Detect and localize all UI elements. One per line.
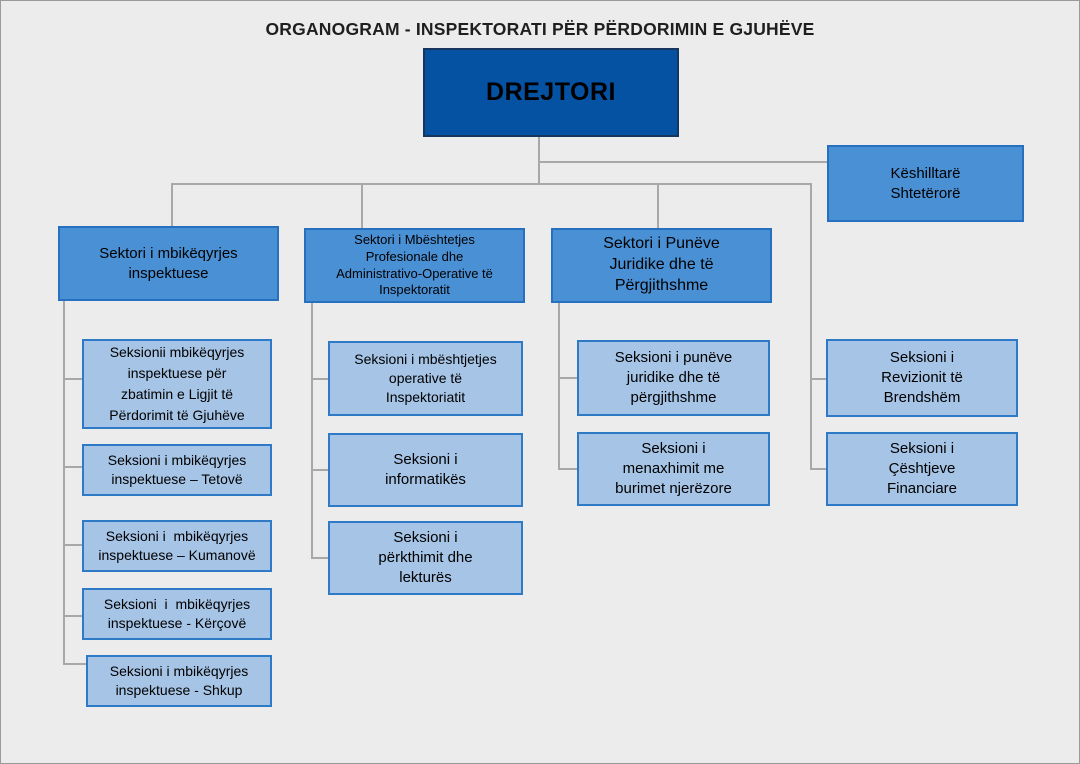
connector-col1-stub-1 <box>63 378 82 380</box>
connector-advisor-branch <box>539 161 827 163</box>
connector-main-bus <box>171 183 812 185</box>
connector-col1-stub-2 <box>63 466 82 468</box>
org-box-label: Seksioni i mbështjetjes operative të Ins… <box>354 351 497 405</box>
org-box-section-informatics: Seksioni i informatikës <box>328 433 523 507</box>
org-box-label: Seksioni i përkthimit dhe lekturës <box>378 528 473 587</box>
org-box-section-tetove: Seksioni i mbikëqyrjes inspektuese – Tet… <box>82 444 272 496</box>
connector-sector3-drop <box>657 183 659 228</box>
connector-col2-stub-3 <box>311 557 328 559</box>
org-box-section-translation: Seksioni i përkthimit dhe lekturës <box>328 521 523 595</box>
org-box-label: Seksioni i menaxhimit me burimet njerëzo… <box>615 439 732 498</box>
connector-col1-spine <box>63 301 65 665</box>
org-box-label: Seksioni i punëve juridike dhe të përgji… <box>614 348 733 407</box>
connector-col4-stub-1 <box>810 378 826 380</box>
org-box-label: Seksionii mbikëqyrjes inspektuese për zb… <box>109 344 245 423</box>
page-title: ORGANOGRAM - INSPEKTORATI PËR PËRDORIMIN… <box>265 19 815 39</box>
connector-col4-spine <box>810 183 812 469</box>
org-box-label: Seksioni i Revizionit të Brendshëm <box>881 348 963 407</box>
org-box-section-kercove: Seksioni i mbikëqyrjes inspektuese - Kër… <box>82 588 272 640</box>
connector-col1-stub-4 <box>63 615 82 617</box>
connector-sector1-drop <box>171 183 173 226</box>
org-box-label: Seksioni i mbikëqyrjes inspektuese - Shk… <box>109 663 249 698</box>
connector-col1-stub-3 <box>63 544 82 546</box>
org-box-sector-professional-support: Sektori i Mbështetjes Profesionale dhe A… <box>304 228 525 303</box>
org-box-section-law-implementation: Seksionii mbikëqyrjes inspektuese për zb… <box>82 339 272 429</box>
connector-col2-spine <box>311 303 313 557</box>
org-box-label: Seksioni i Çështjeve Financiare <box>886 439 958 498</box>
org-box-label: Seksioni i mbikëqyrjes inspektuese – Kum… <box>98 528 256 563</box>
org-box-section-kumanove: Seksioni i mbikëqyrjes inspektuese – Kum… <box>82 520 272 572</box>
org-box-state-advisors: Këshilltarë Shtetërorë <box>827 145 1024 222</box>
connector-col4-stub-2 <box>810 468 826 470</box>
org-box-section-financial-affairs: Seksioni i Çështjeve Financiare <box>826 432 1018 506</box>
connector-col2-stub-1 <box>311 378 328 380</box>
connector-col1-stub-5 <box>63 663 86 665</box>
org-box-label: Sektori i mbikëqyrjes inspektuese <box>99 245 238 282</box>
connector-col3-stub-2 <box>558 468 577 470</box>
connector-col3-stub-1 <box>558 377 577 379</box>
org-box-label: Seksioni i mbikëqyrjes inspektuese - Kër… <box>103 596 251 631</box>
org-box-label: Këshilltarë Shtetërorë <box>890 165 961 202</box>
org-box-section-human-resources: Seksioni i menaxhimit me burimet njerëzo… <box>577 432 770 506</box>
org-box-label: Sektori i Mbështetjes Profesionale dhe A… <box>336 231 493 298</box>
connector-col2-stub-2 <box>311 469 328 471</box>
org-box-section-shkup: Seksioni i mbikëqyrjes inspektuese - Shk… <box>86 655 272 707</box>
org-box-section-internal-audit: Seksioni i Revizionit të Brendshëm <box>826 339 1018 417</box>
org-box-label: Seksioni i informatikës <box>385 450 466 488</box>
org-box-label: Sektori i Punëve Juridike dhe të Përgjit… <box>603 235 720 294</box>
org-box-sector-inspection-supervision: Sektori i mbikëqyrjes inspektuese <box>58 226 279 301</box>
connector-director-drop <box>538 137 540 184</box>
org-box-label: DREJTORI <box>486 78 616 106</box>
org-box-director: DREJTORI <box>423 48 679 137</box>
connector-sector2-drop <box>361 183 363 228</box>
org-box-section-operative-support: Seksioni i mbështjetjes operative të Ins… <box>328 341 523 416</box>
org-box-sector-legal-general-affairs: Sektori i Punëve Juridike dhe të Përgjit… <box>551 228 772 303</box>
connector-col3-spine <box>558 303 560 469</box>
org-box-label: Seksioni i mbikëqyrjes inspektuese – Tet… <box>107 452 247 487</box>
org-box-section-legal-general: Seksioni i punëve juridike dhe të përgji… <box>577 340 770 416</box>
